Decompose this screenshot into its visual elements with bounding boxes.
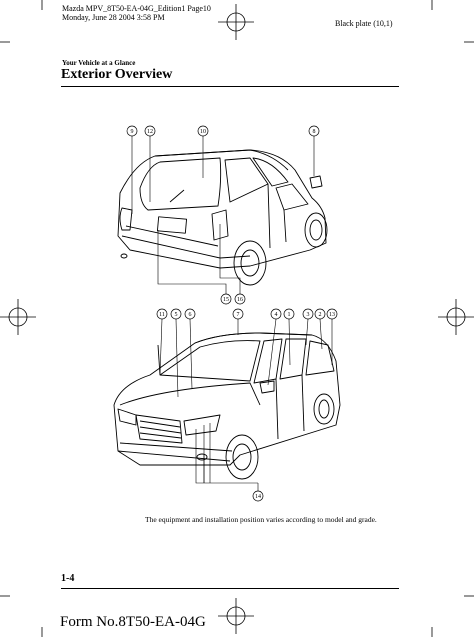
callout-label: 2 bbox=[319, 312, 322, 318]
callout-label: 15 bbox=[223, 297, 229, 303]
callout-label: 6 bbox=[189, 312, 192, 318]
page-number: 1-4 bbox=[61, 573, 75, 584]
callout-label: 5 bbox=[175, 312, 178, 318]
callout-label: 3 bbox=[307, 312, 310, 318]
section-label: Your Vehicle at a Glance bbox=[62, 59, 136, 67]
vehicle-front-illustration: 11 5 6 7 4 1 3 2 13 14 bbox=[113, 308, 341, 502]
callout-label: 1 bbox=[288, 312, 291, 318]
figure-caption: The equipment and installation position … bbox=[145, 515, 377, 524]
registration-mark-left bbox=[0, 299, 36, 335]
callout-label: 13 bbox=[329, 312, 335, 318]
registration-mark-bottom bbox=[218, 598, 254, 634]
footer-rule bbox=[61, 588, 399, 589]
title-rule bbox=[61, 86, 399, 87]
callout-label: 16 bbox=[237, 297, 243, 303]
callout-label: 4 bbox=[275, 312, 278, 318]
callout-label: 9 bbox=[131, 129, 134, 135]
form-number: Form No.8T50-EA-04G bbox=[60, 614, 206, 630]
callout-label: 14 bbox=[255, 494, 261, 500]
callout-label: 10 bbox=[200, 129, 206, 135]
file-info-line2: Monday, June 28 2004 3:58 PM bbox=[62, 13, 165, 22]
file-info-line1: Mazda MPV_8T50-EA-04G_Edition1 Page10 bbox=[62, 4, 211, 13]
callout-label: 12 bbox=[147, 129, 153, 135]
registration-mark-right bbox=[438, 299, 474, 335]
callout-label: 11 bbox=[159, 312, 165, 318]
callout-label: 7 bbox=[237, 312, 240, 318]
callout-label: 8 bbox=[313, 129, 316, 135]
vehicle-rear-illustration: 9 12 10 8 15 16 bbox=[117, 125, 328, 305]
plate-label: Black plate (10,1) bbox=[335, 19, 393, 28]
page-title: Exterior Overview bbox=[61, 67, 173, 82]
registration-mark-top bbox=[218, 4, 254, 40]
